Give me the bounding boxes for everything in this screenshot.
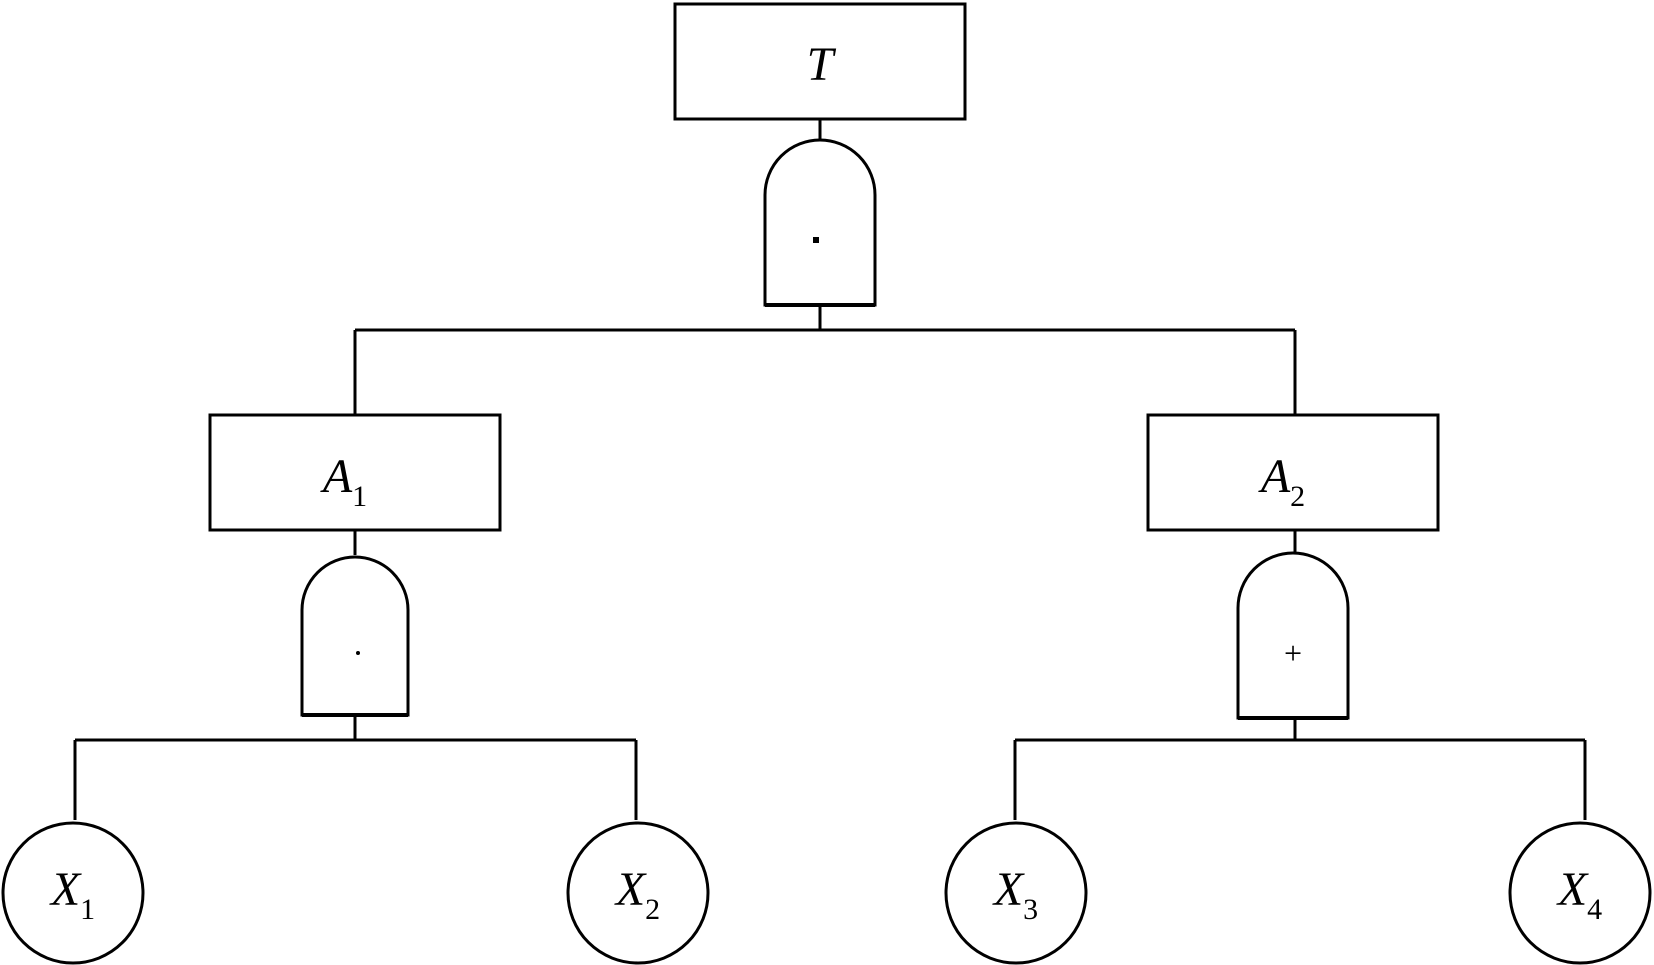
basic-event-x3-label: X3 bbox=[992, 863, 1038, 926]
top-gate-dot-symbol bbox=[813, 237, 819, 243]
a2-or-gate bbox=[1236, 551, 1350, 720]
basic-event-x4-label: X4 bbox=[1556, 863, 1602, 926]
a2-gate-plus-symbol: + bbox=[1284, 635, 1302, 671]
intermediate-event-a1-box bbox=[208, 413, 502, 532]
top-and-gate bbox=[763, 138, 877, 307]
basic-event-x1-label: X1 bbox=[49, 863, 95, 926]
basic-event-x1-circle bbox=[1, 821, 145, 965]
basic-event-x2-label: X2 bbox=[614, 863, 660, 926]
intermediate-event-a2-box bbox=[1146, 413, 1440, 532]
intermediate-event-a2-label: A2 bbox=[1258, 450, 1305, 513]
basic-event-x4-circle bbox=[1508, 821, 1652, 965]
a1-gate-dot-symbol bbox=[356, 651, 360, 655]
a1-and-gate bbox=[300, 555, 410, 717]
basic-event-x3-circle bbox=[944, 821, 1088, 965]
top-event-label: T bbox=[807, 38, 837, 91]
basic-event-x2-circle bbox=[566, 821, 710, 965]
top-event-box bbox=[673, 2, 967, 121]
intermediate-event-a1-label: A1 bbox=[320, 450, 367, 513]
